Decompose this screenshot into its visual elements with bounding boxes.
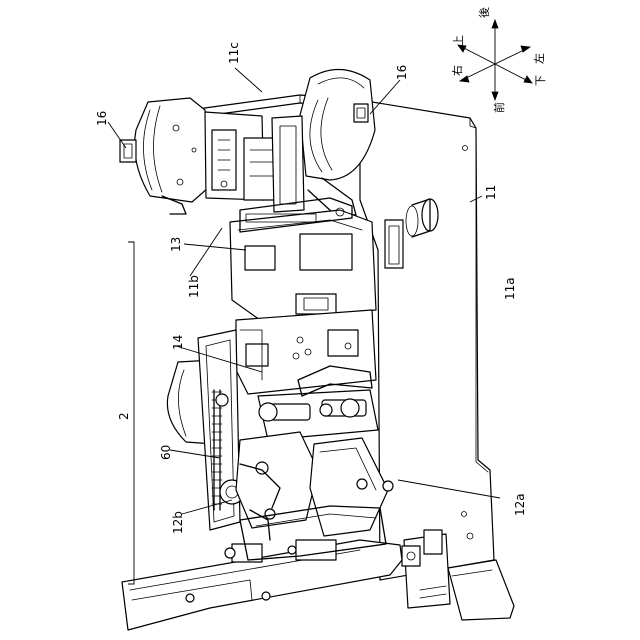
label-11: 11 xyxy=(484,185,498,200)
compass-up-label: 上 xyxy=(452,35,465,46)
lever-linkage xyxy=(236,432,393,540)
label-11b: 11b xyxy=(187,275,201,298)
label-11c: 11c xyxy=(227,42,241,64)
reel-housing-left xyxy=(120,98,208,214)
label-14: 14 xyxy=(171,335,185,350)
chute-block xyxy=(230,198,376,320)
label-16-right: 16 xyxy=(395,65,409,80)
direction-compass: 後 上 右 左 前 下 xyxy=(450,7,547,113)
gear-frame-block xyxy=(236,310,376,394)
label-12a: 12a xyxy=(513,493,527,516)
compass-right-label: 右 xyxy=(450,65,464,76)
compass-down-label: 下 xyxy=(534,75,547,86)
compass-back-label: 後 xyxy=(477,7,491,18)
label-16-left: 16 xyxy=(95,111,109,126)
compass-front-label: 前 xyxy=(492,102,506,113)
label-2: 2 xyxy=(117,412,131,420)
upper-spool-assembly xyxy=(205,112,304,212)
compass-left-label: 左 xyxy=(533,53,546,64)
label-11a: 11a xyxy=(503,277,517,300)
label-12b: 12b xyxy=(171,511,185,534)
label-13: 13 xyxy=(169,237,183,252)
label-60: 60 xyxy=(159,445,173,460)
